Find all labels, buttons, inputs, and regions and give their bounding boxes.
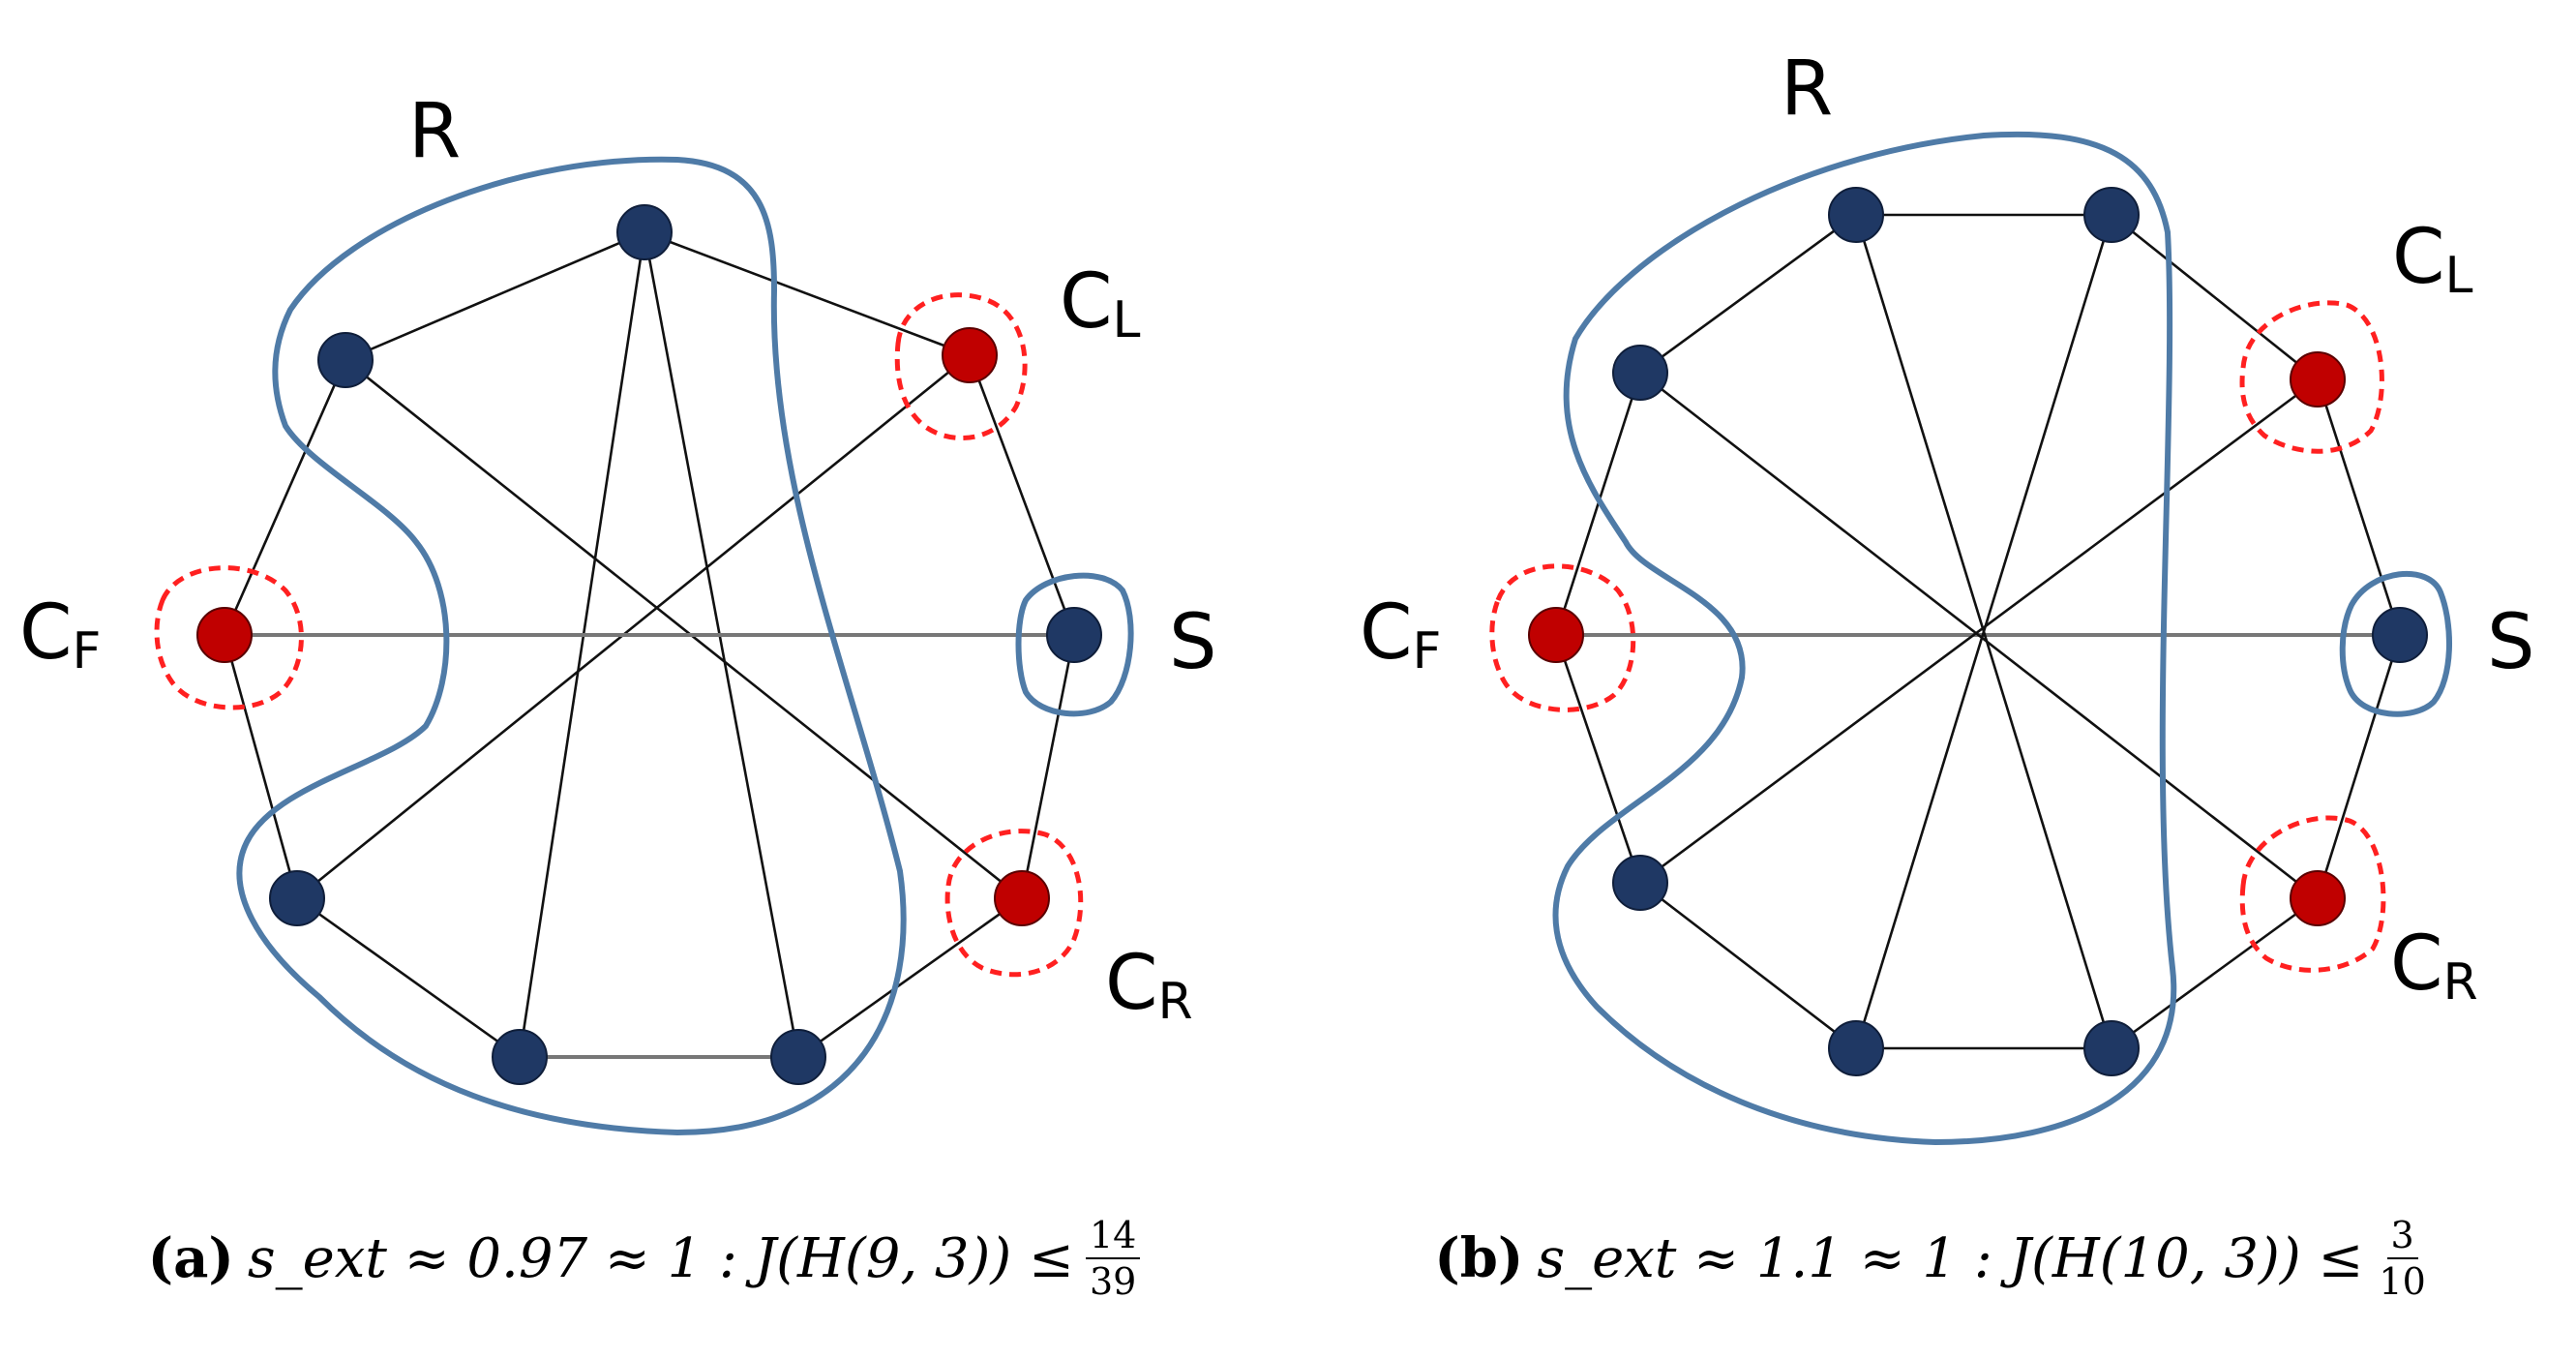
node-cr <box>2290 870 2346 926</box>
node-cr <box>994 870 1050 926</box>
caption-b: (b) s_ext ≈ 1.1 ≈ 1 : J(H(10, 3)) ≤ 3 10 <box>1288 1205 2576 1312</box>
node-s <box>1046 607 1102 663</box>
label-cr-main: C <box>2390 921 2442 1008</box>
label-cf-main: C <box>19 589 72 677</box>
highlight-circle-cr <box>2239 815 2386 973</box>
edge <box>644 230 971 357</box>
caption-a-math: s_ext ≈ 0.97 ≈ 1 : J(H(9, 3)) ≤ <box>247 1226 1074 1290</box>
label-cl: CL <box>2392 214 2472 305</box>
panel-b-nodes <box>1528 187 2428 1076</box>
edge <box>1639 881 1857 1050</box>
highlight-circle-cf <box>1489 563 1636 712</box>
panel-b-edges <box>1554 213 2402 1050</box>
node-cf <box>1528 607 1584 663</box>
highlight-circle-cl <box>2239 300 2384 454</box>
panel-a: R S CL CF CR <box>19 88 1217 1136</box>
highlight-circle-cr <box>944 829 1084 978</box>
node-cf <box>196 607 253 663</box>
edge <box>2316 634 2402 899</box>
label-cl-main: C <box>2392 214 2444 301</box>
edge <box>2111 213 2319 381</box>
label-cr: CR <box>1105 940 1193 1031</box>
label-r: R <box>1781 45 1833 133</box>
edge <box>223 634 299 899</box>
node <box>269 870 325 926</box>
caption-b-math: s_ext ≈ 1.1 ≈ 1 : J(H(10, 3)) ≤ <box>1537 1226 2364 1290</box>
region-r-outline <box>1552 131 2177 1146</box>
label-s: S <box>2487 599 2535 686</box>
node <box>317 332 374 388</box>
node <box>2083 187 2140 243</box>
panel-a-nodes <box>196 204 1102 1085</box>
edge <box>643 231 800 1058</box>
label-cf-main: C <box>1360 589 1412 677</box>
edge <box>1639 371 2319 900</box>
edge <box>223 359 347 636</box>
node-cl <box>2290 351 2346 408</box>
edge <box>518 231 646 1058</box>
label-cr: CR <box>2390 921 2478 1012</box>
caption-b-frac-num: 3 <box>2386 1217 2418 1259</box>
node <box>770 1029 826 1085</box>
node <box>1828 1020 1884 1076</box>
region-s-outline <box>1015 572 1134 717</box>
label-cr-main: C <box>1105 940 1157 1027</box>
edge <box>1020 634 1076 899</box>
edge <box>1639 213 1857 375</box>
edge <box>296 896 521 1059</box>
region-s-outline <box>2339 570 2452 717</box>
label-cr-sub: R <box>1157 973 1192 1031</box>
label-cf-sub: F <box>1412 622 1441 680</box>
node <box>616 204 673 260</box>
node-cl <box>942 327 998 383</box>
edge <box>344 358 1023 900</box>
highlight-circle-cf <box>154 565 304 710</box>
label-cl-sub: L <box>1112 291 1140 349</box>
panel-a-edges <box>223 230 1076 1059</box>
node-s <box>2372 607 2428 663</box>
caption-b-fraction: 3 10 <box>2375 1217 2429 1300</box>
label-cl-main: C <box>1060 258 1112 346</box>
edge <box>296 353 971 900</box>
edge <box>1554 634 1642 884</box>
edge <box>1854 214 2113 1049</box>
label-cf: CF <box>1360 589 1441 680</box>
label-cf: CF <box>19 589 101 680</box>
edge <box>797 896 1023 1059</box>
caption-a-frac-den: 39 <box>1089 1260 1137 1303</box>
label-cl: CL <box>1060 258 1140 349</box>
label-cr-sub: R <box>2442 953 2477 1012</box>
label-s: S <box>1169 599 1217 686</box>
node <box>1828 187 1884 243</box>
caption-a-letter: (a) <box>147 1226 234 1290</box>
edge <box>2111 896 2319 1050</box>
node <box>2083 1020 2140 1076</box>
caption-b-frac-den: 10 <box>2379 1260 2426 1303</box>
label-cf-sub: F <box>72 622 101 680</box>
caption-a-frac-num: 14 <box>1085 1217 1141 1259</box>
node <box>492 1029 548 1085</box>
edge <box>2316 378 2402 636</box>
label-cl-sub: L <box>2444 247 2472 305</box>
edge <box>968 354 1076 636</box>
caption-a: (a) s_ext ≈ 0.97 ≈ 1 : J(H(9, 3)) ≤ 14 3… <box>0 1205 1288 1312</box>
node <box>1612 855 1668 911</box>
edge <box>1639 378 2319 885</box>
label-r: R <box>408 88 461 175</box>
highlight-circle-cl <box>894 292 1028 440</box>
edge <box>344 230 645 362</box>
region-r-outline <box>236 156 907 1136</box>
caption-a-fraction: 14 39 <box>1085 1217 1141 1303</box>
panel-b: R S CL CF CR <box>1360 45 2535 1146</box>
node <box>1612 345 1668 401</box>
caption-b-letter: (b) <box>1434 1226 1524 1290</box>
